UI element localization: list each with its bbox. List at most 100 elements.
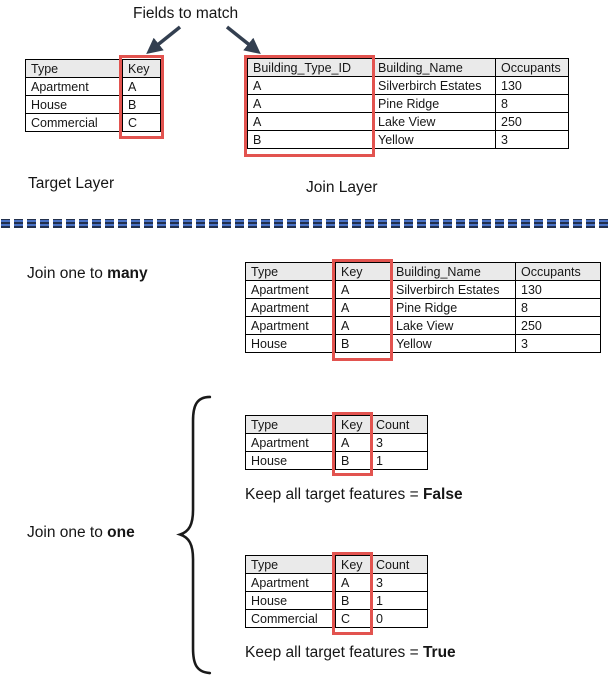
- divider-unit: [391, 219, 400, 228]
- divider-unit: [443, 219, 452, 228]
- divider-unit: [157, 219, 166, 228]
- divider-unit: [404, 219, 413, 228]
- table-cell: B: [335, 334, 391, 353]
- table-cell: Lake View: [390, 316, 516, 335]
- column-header: Key: [335, 555, 371, 574]
- column-header: Type: [245, 555, 336, 574]
- column-header: Building_Type_ID: [247, 58, 373, 77]
- table-cell: A: [335, 573, 371, 592]
- divider-unit: [27, 219, 36, 228]
- column-header: Key: [122, 59, 161, 78]
- divider-unit: [131, 219, 140, 228]
- table-cell: A: [335, 433, 371, 452]
- table-cell: C: [335, 609, 371, 628]
- join-one-to-many-label-prefix: Join one to: [27, 265, 108, 282]
- table-cell: House: [245, 591, 336, 610]
- table-cell: Pine Ridge: [372, 94, 496, 113]
- divider-unit: [378, 219, 387, 228]
- table-cell: Apartment: [245, 573, 336, 592]
- divider-unit: [53, 219, 62, 228]
- table-cell: Silverbirch Estates: [390, 280, 516, 299]
- join-layer-label: Join Layer: [306, 179, 378, 196]
- divider-unit: [79, 219, 88, 228]
- divider-unit: [1, 219, 10, 228]
- table-cell: 0: [370, 609, 428, 628]
- divider-unit: [417, 219, 426, 228]
- table-cell: 130: [515, 280, 601, 299]
- table-cell: A: [335, 280, 391, 299]
- table-cell: B: [335, 451, 371, 470]
- table-cell: B: [335, 591, 371, 610]
- join-one-to-many-label-bold: many: [107, 265, 148, 282]
- column-header: Occupants: [495, 58, 569, 77]
- table-cell: 250: [515, 316, 601, 335]
- column-header: Count: [370, 555, 428, 574]
- keep-true-caption-prefix: Keep all target features =: [245, 644, 423, 661]
- keep-false-caption-prefix: Keep all target features =: [245, 486, 423, 503]
- divider-unit: [66, 219, 75, 228]
- divider-unit: [456, 219, 465, 228]
- table-cell: 250: [495, 112, 569, 131]
- table-cell: 1: [370, 451, 428, 470]
- table-cell: C: [122, 113, 161, 132]
- one-to-one-brace: [176, 395, 212, 675]
- column-header: Building_Name: [390, 262, 516, 281]
- table-cell: Lake View: [372, 112, 496, 131]
- table-cell: House: [245, 451, 336, 470]
- divider-unit: [313, 219, 322, 228]
- table-cell: House: [245, 334, 336, 353]
- table-cell: 130: [495, 76, 569, 95]
- table-cell: Apartment: [25, 77, 123, 96]
- table-cell: A: [247, 94, 373, 113]
- divider-unit: [196, 219, 205, 228]
- table-cell: 3: [515, 334, 601, 353]
- divider-unit: [300, 219, 309, 228]
- keep-true-caption-bold: True: [422, 644, 456, 661]
- divider-unit: [222, 219, 231, 228]
- table-cell: Silverbirch Estates: [372, 76, 496, 95]
- divider-unit: [40, 219, 49, 228]
- table-cell: B: [122, 95, 161, 114]
- divider-unit: [469, 219, 478, 228]
- divider-unit: [586, 219, 595, 228]
- table-cell: 3: [495, 130, 569, 149]
- divider-unit: [430, 219, 439, 228]
- table-cell: Pine Ridge: [390, 298, 516, 317]
- divider-unit: [92, 219, 101, 228]
- column-header: Key: [335, 262, 391, 281]
- divider-unit: [14, 219, 23, 228]
- divider-unit: [339, 219, 348, 228]
- table-cell: 8: [515, 298, 601, 317]
- divider-unit: [482, 219, 491, 228]
- divider-unit: [599, 219, 608, 228]
- table-cell: A: [335, 298, 391, 317]
- keep-false-caption: Keep all target features = False: [245, 486, 463, 504]
- table-cell: A: [335, 316, 391, 335]
- table-cell: Commercial: [245, 609, 336, 628]
- table-cell: 1: [370, 591, 428, 610]
- arrow-to-target-key-icon: [146, 25, 182, 55]
- column-header: Occupants: [515, 262, 601, 281]
- target-layer-label: Target Layer: [28, 175, 115, 192]
- column-header: Count: [370, 415, 428, 434]
